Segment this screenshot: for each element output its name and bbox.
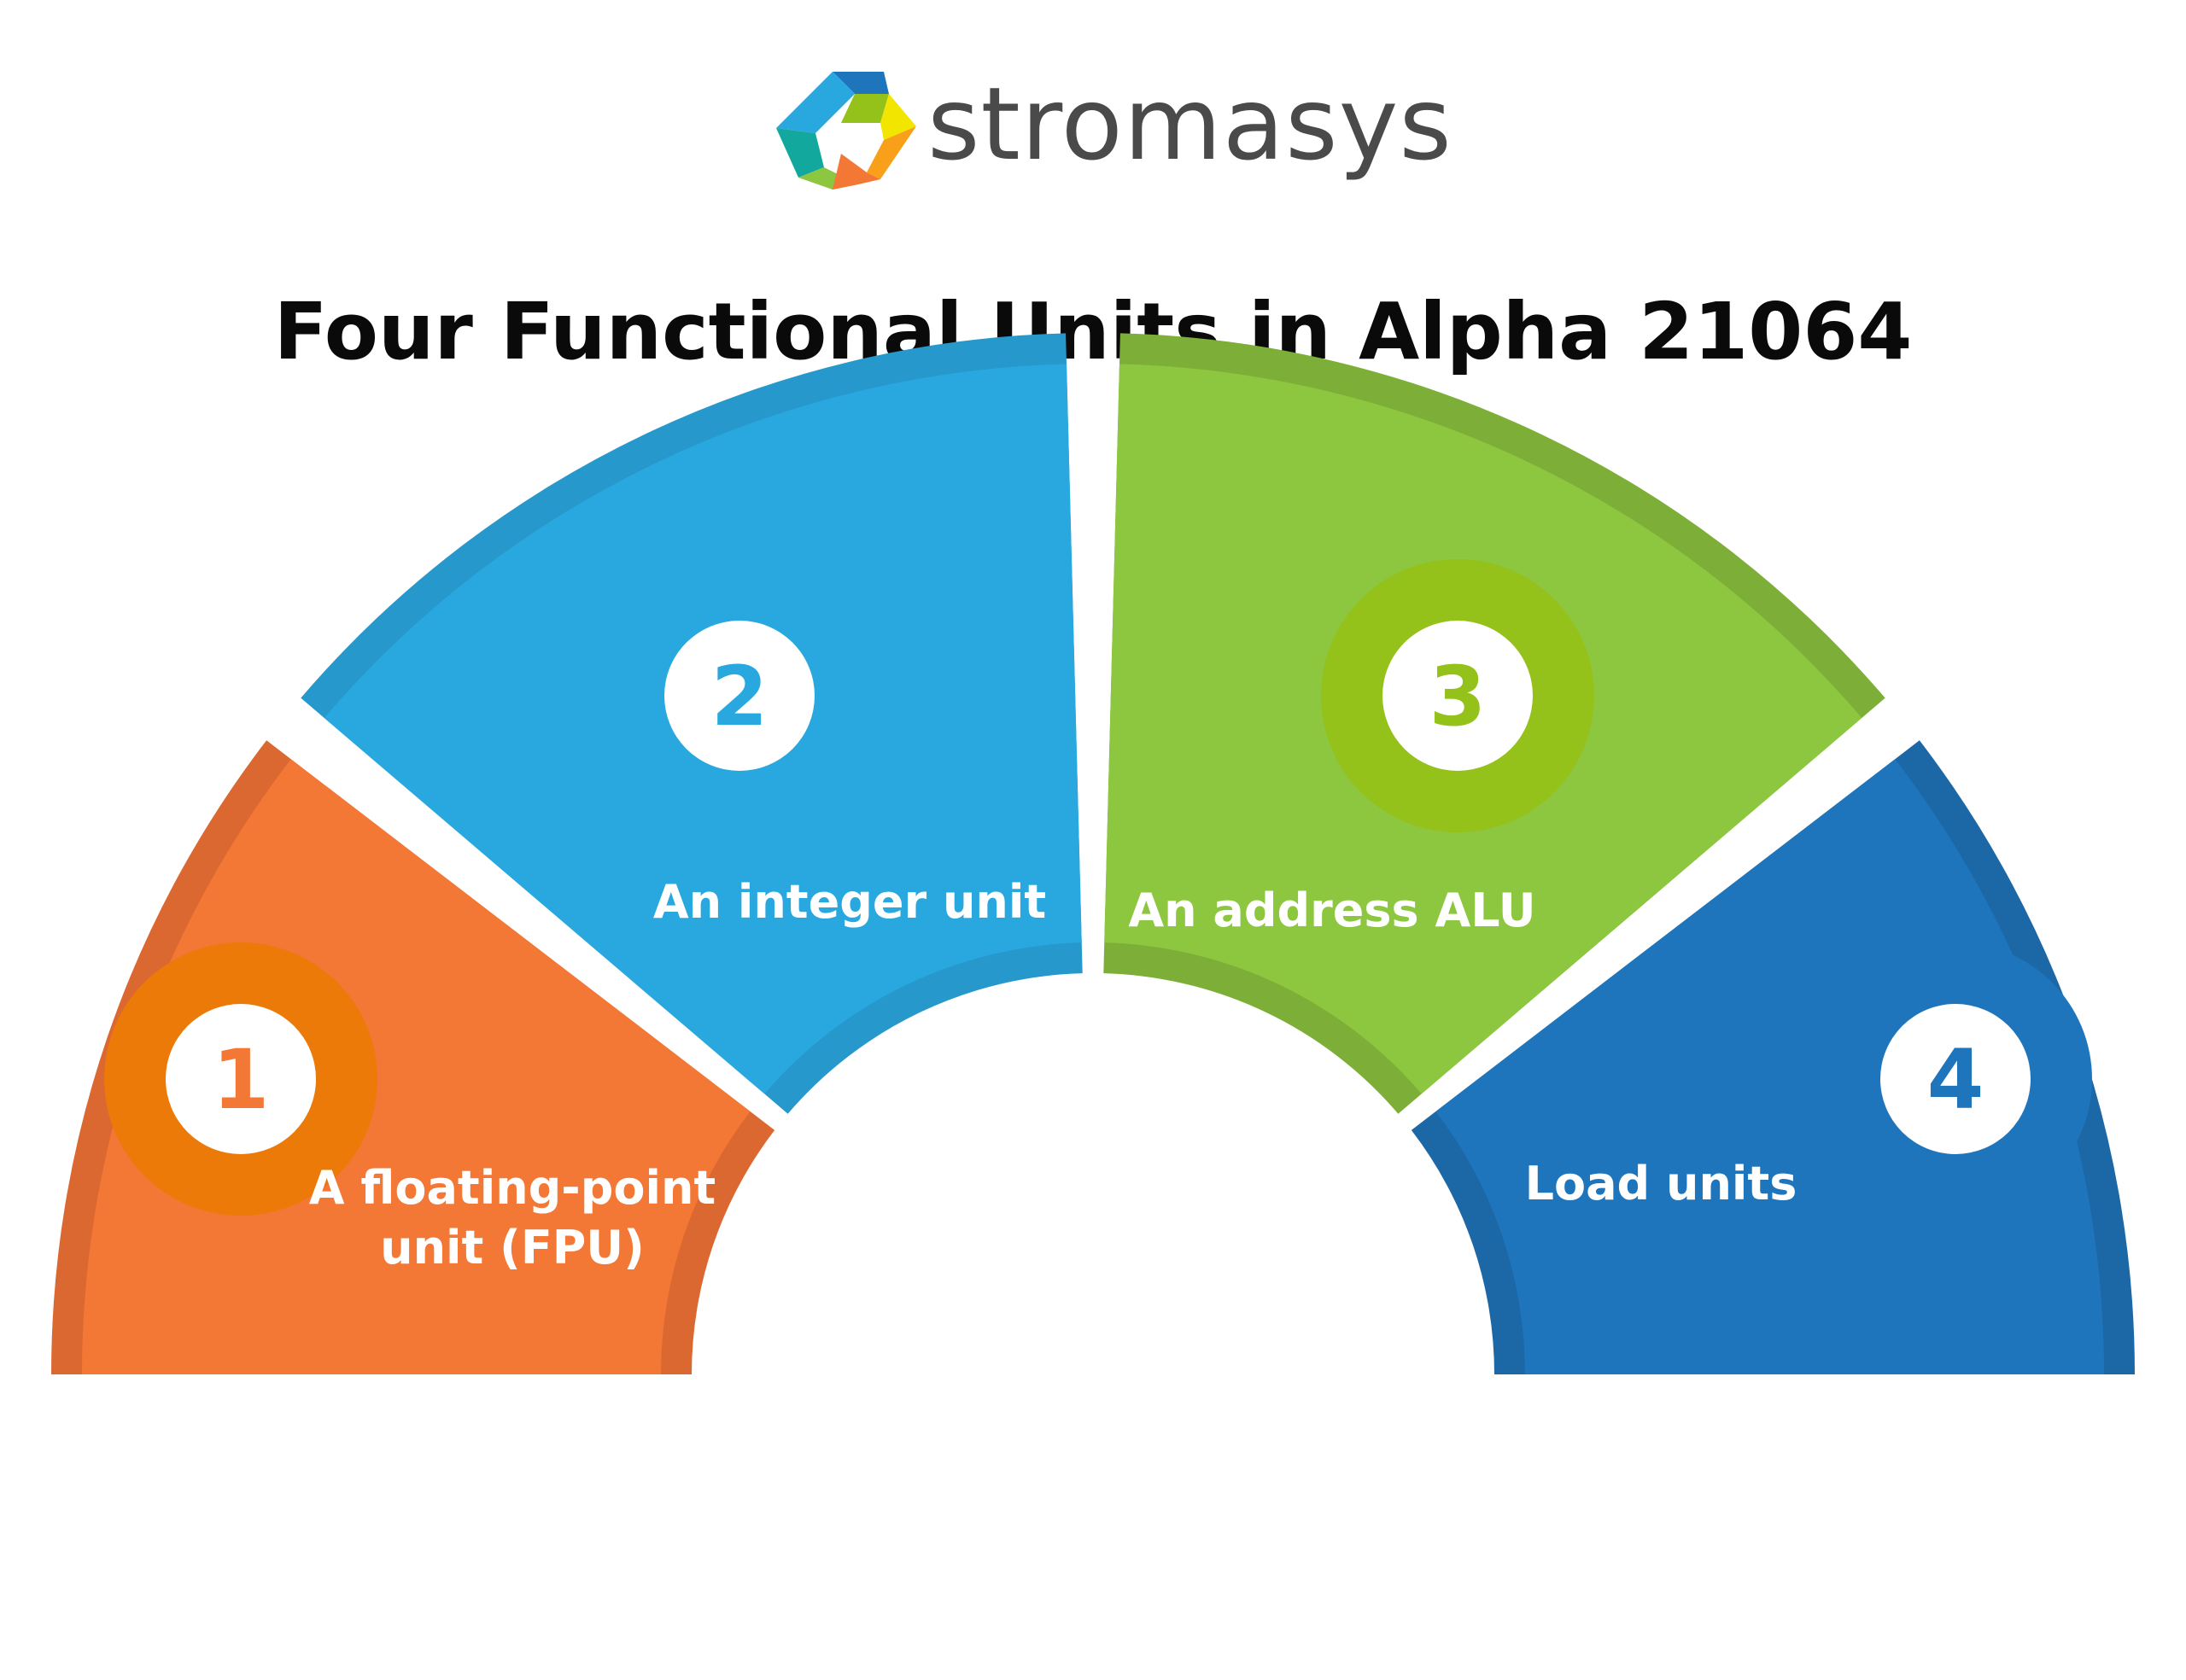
unit-badge-1: 1 xyxy=(104,942,377,1216)
badge-inner-circle xyxy=(664,621,815,771)
unit-badge-3: 3 xyxy=(1321,559,1594,832)
unit-label-2: An integer unit xyxy=(653,875,1046,929)
unit-label-line: unit (FPU) xyxy=(380,1221,645,1275)
unit-number: 2 xyxy=(711,649,769,744)
brand-logo: stromasys xyxy=(776,65,1452,190)
unit-label-4: Load units xyxy=(1525,1157,1797,1210)
stromasys-logo-icon xyxy=(776,72,916,190)
unit-label-line: Load units xyxy=(1525,1157,1797,1210)
unit-label-line: A floating-point xyxy=(309,1161,716,1215)
unit-segment-1 xyxy=(51,740,775,1374)
unit-number: 4 xyxy=(1927,1032,1984,1128)
unit-badge-2: 2 xyxy=(603,559,876,832)
brand-name: stromasys xyxy=(927,65,1452,183)
unit-segment-fill xyxy=(1435,759,2104,1374)
unit-label-3: An address ALU xyxy=(1128,884,1535,937)
baseline-mask xyxy=(0,1374,2186,1680)
unit-number-badges: 1 2 3 4 xyxy=(104,559,2092,1216)
unit-segment-fill xyxy=(82,759,751,1374)
unit-segment-4 xyxy=(1411,740,2135,1374)
unit-badge-4: 4 xyxy=(1819,942,2092,1216)
unit-number: 1 xyxy=(213,1032,270,1128)
badge-inner-circle xyxy=(166,1004,316,1154)
page-title: Four Functional Units in Alpha 21064 xyxy=(274,286,1913,377)
unit-label-1: A floating-point unit (FPU) xyxy=(309,1161,716,1275)
unit-number: 3 xyxy=(1429,649,1487,744)
unit-label-line: An address ALU xyxy=(1128,884,1535,937)
unit-label-line: An integer unit xyxy=(653,875,1046,929)
badge-inner-circle xyxy=(1382,621,1533,771)
unit-labels: A floating-point unit (FPU) An integer uni… xyxy=(309,875,1797,1275)
badge-inner-circle xyxy=(1880,1004,2031,1154)
